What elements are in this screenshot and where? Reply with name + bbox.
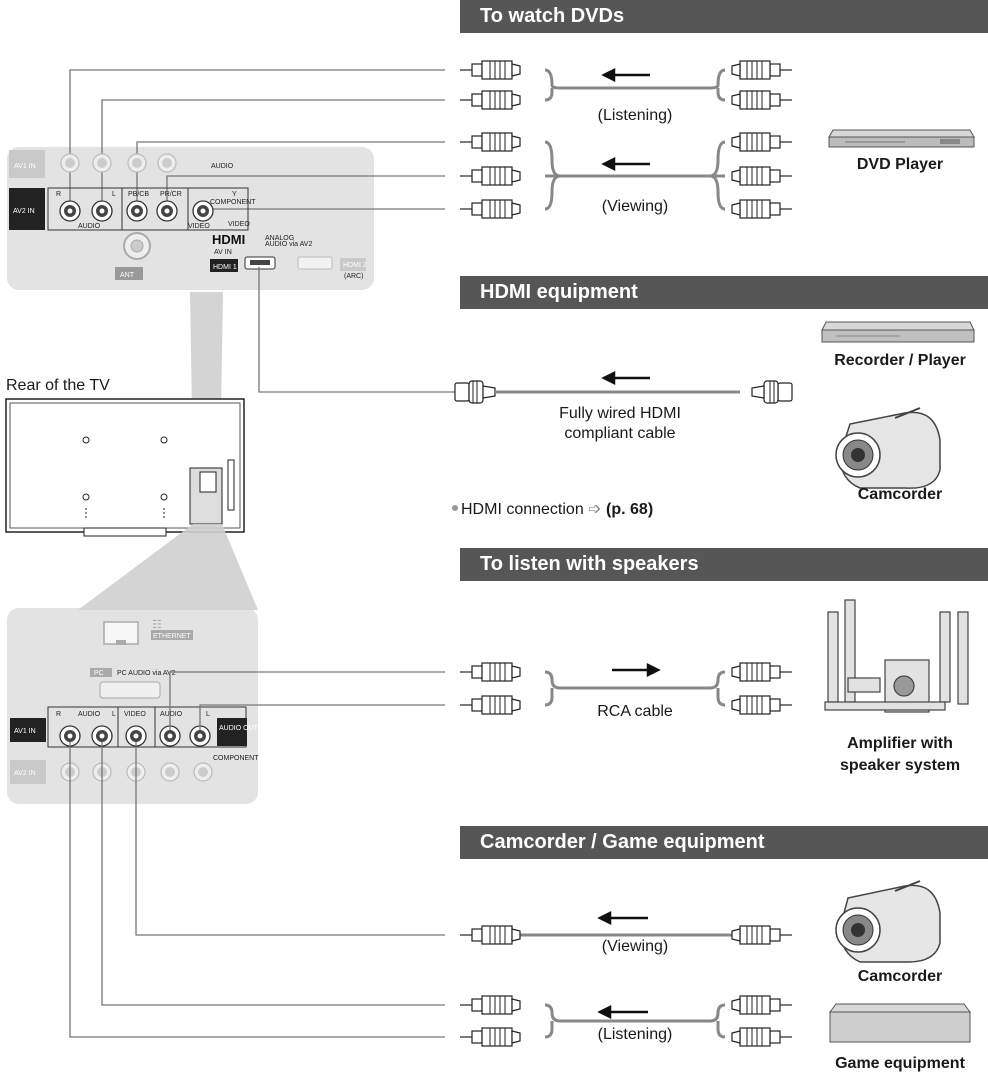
hdmi-cable-label-2: compliant cable: [564, 425, 676, 442]
tv-callout-bottom: [78, 524, 258, 610]
dvd-cables: [544, 68, 726, 211]
svg-text:AUDIO: AUDIO: [78, 223, 101, 230]
speaker-wires: [169, 671, 445, 730]
svg-text:PC AUDIO via AV2: PC AUDIO via AV2: [117, 670, 176, 677]
svg-text:PB/CB: PB/CB: [128, 191, 149, 198]
svg-text:L: L: [112, 711, 116, 718]
section-title-speakers: To listen with speakers: [460, 548, 988, 581]
svg-text:PR/CR: PR/CR: [160, 191, 182, 198]
svg-text:HDMI: HDMI: [212, 232, 245, 247]
amplifier-label-2: speaker system: [839, 757, 961, 774]
dvd-plugs-left: [459, 60, 521, 219]
svg-text:COMPONENT: COMPONENT: [210, 199, 256, 206]
recorder-icon: [821, 321, 975, 343]
game-equipment-icon: [829, 1003, 971, 1043]
svg-text:AV1 IN: AV1 IN: [14, 163, 36, 170]
svg-text:AUDIO: AUDIO: [78, 711, 101, 718]
cam-wires: [69, 742, 445, 1038]
svg-text:AV2 IN: AV2 IN: [13, 208, 35, 215]
hdmi-note-bullet: [452, 505, 458, 511]
section-title-hdmi: HDMI equipment: [460, 276, 988, 309]
svg-text:VIDEO: VIDEO: [228, 221, 250, 228]
svg-text:ANALOG: ANALOG: [265, 235, 294, 242]
svg-text:R: R: [56, 191, 61, 198]
recorder-label: Recorder / Player: [834, 352, 966, 369]
svg-text:AV2 IN: AV2 IN: [14, 770, 36, 777]
speaker-arrow: [612, 662, 661, 678]
svg-text:COMPONENT: COMPONENT: [213, 755, 259, 762]
svg-text:☷: ☷: [152, 619, 162, 631]
hdmi-note-arrow: ➩: [588, 501, 602, 518]
cam-listening-cable: [544, 1003, 726, 1039]
svg-text:HDMI 1: HDMI 1: [213, 264, 237, 271]
svg-text:L: L: [206, 711, 210, 718]
hdmi-note: HDMI connection ➩ (p. 68): [461, 499, 653, 519]
svg-text:AUDIO via AV2: AUDIO via AV2: [265, 241, 312, 248]
bottom-panel-details: ☷ ETHERNET PC PC AUDIO via AV2 AV1 IN R …: [10, 619, 259, 784]
game-equipment-label: Game equipment: [835, 1055, 965, 1072]
hdmi-plug-right: [751, 380, 793, 404]
svg-text:ETHERNET: ETHERNET: [153, 633, 191, 640]
tv-rear: [5, 398, 245, 537]
amplifier-label-1: Amplifier with: [847, 735, 953, 752]
dvd-viewing-label: (Viewing): [601, 198, 669, 215]
amplifier-speaker-icon: [824, 599, 969, 713]
svg-text:HDMI 2: HDMI 2: [343, 262, 367, 269]
dvd-player-icon: [828, 129, 975, 148]
dvd-player-label: DVD Player: [856, 156, 944, 173]
svg-text:PC: PC: [94, 670, 104, 677]
top-panel-details: AV1 IN AV2 IN R L PB/CB PR/CR Y COMPONEN…: [9, 150, 367, 280]
svg-text:VIDEO: VIDEO: [188, 223, 210, 230]
hdmi-note-link: (p. 68): [606, 501, 654, 518]
dvd-listening-label: (Listening): [597, 107, 673, 124]
dvd-arrows: [601, 67, 650, 172]
section-title-camcorder-game: Camcorder / Game equipment: [460, 826, 988, 859]
rca-cable-label: RCA cable: [597, 703, 673, 720]
svg-text:(ARC): (ARC): [344, 273, 363, 280]
rear-tv-label: Rear of the TV: [6, 377, 110, 394]
hdmi-cable-label-1: Fully wired HDMI: [559, 405, 681, 422]
svg-text:Y: Y: [232, 191, 237, 198]
svg-text:AV IN: AV IN: [214, 249, 232, 256]
cam-listening-label: (Listening): [597, 1026, 673, 1043]
speaker-cable: [544, 670, 726, 707]
hdmi-plug-left: [454, 380, 496, 404]
svg-text:AUDIO: AUDIO: [211, 163, 234, 170]
svg-text:AUDIO OUT: AUDIO OUT: [219, 725, 259, 732]
cam-arrows: [597, 910, 648, 1020]
camcorder-icon: [835, 407, 941, 489]
dvd-plugs-right: [731, 60, 793, 219]
cam-viewing-label: (Viewing): [601, 938, 669, 955]
camcorder-label-bottom: Camcorder: [857, 968, 943, 985]
hdmi-arrow: [601, 370, 650, 386]
svg-text:L: L: [112, 191, 116, 198]
camcorder-icon-bottom: [835, 880, 941, 963]
camcorder-label-top: Camcorder: [857, 486, 943, 503]
section-title-dvd: To watch DVDs: [460, 0, 988, 33]
svg-text:AV1 IN: AV1 IN: [14, 728, 36, 735]
hdmi-note-text: HDMI connection: [461, 501, 584, 518]
svg-text:VIDEO: VIDEO: [124, 711, 146, 718]
svg-text:AUDIO: AUDIO: [160, 711, 183, 718]
svg-text:ANT: ANT: [120, 272, 135, 279]
svg-text:R: R: [56, 711, 61, 718]
hdmi-wire: [258, 267, 455, 393]
